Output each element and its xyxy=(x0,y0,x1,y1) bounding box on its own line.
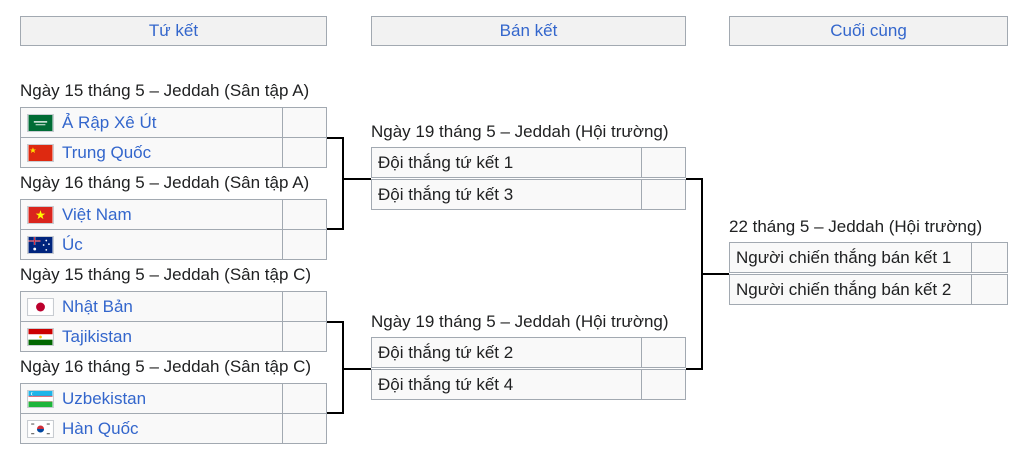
round-header-final: Cuối cùng xyxy=(729,16,1008,46)
qf1-team1-score xyxy=(281,108,326,137)
sf1-team2-name: Đội thắng tứ kết 3 xyxy=(378,185,514,204)
qf4-team2-slot: Hàn Quốc xyxy=(20,413,327,444)
qf2-team1-slot: Việt Nam xyxy=(20,199,327,230)
round-header-quarterfinals: Tứ kết xyxy=(20,16,327,46)
sf2-team2-score xyxy=(640,370,685,399)
qf4-team2-score xyxy=(281,414,326,443)
qf4-label: Ngày 16 tháng 5 – Jeddah (Sân tập C) xyxy=(20,357,312,376)
connector-final-in xyxy=(701,273,729,275)
australia-flag-icon xyxy=(27,235,54,254)
china-flag-icon xyxy=(27,143,54,162)
qf4-team1-name[interactable]: Uzbekistan xyxy=(62,389,147,408)
south-korea-flag-icon xyxy=(27,419,54,438)
qf1-team1-name[interactable]: Ả Rập Xê Út xyxy=(62,113,157,132)
vietnam-flag-icon xyxy=(27,205,54,224)
connector-sf1-in xyxy=(342,178,371,180)
qf3-team2-slot: Tajikistan xyxy=(20,321,327,352)
qf4-team1-slot: Uzbekistan xyxy=(20,383,327,414)
round-header-semifinals: Bán kết xyxy=(371,16,686,46)
sf1-team2-score xyxy=(640,180,685,209)
connector-qf4-out xyxy=(327,412,344,414)
connector-sf2-in xyxy=(342,368,371,370)
qf1-team2-score xyxy=(281,138,326,167)
qf2-team2-name[interactable]: Úc xyxy=(62,235,83,254)
qf4-team1-score xyxy=(281,384,326,413)
final-team1-name: Người chiến thắng bán kết 1 xyxy=(736,248,952,267)
final-team2-score xyxy=(970,275,1007,304)
qf3-team1-name[interactable]: Nhật Bản xyxy=(62,297,133,316)
connector-sf1-out xyxy=(686,178,703,180)
qf2-team1-score xyxy=(281,200,326,229)
qf2-team2-slot: Úc xyxy=(20,229,327,260)
sf2-team1-name: Đội thắng tứ kết 2 xyxy=(378,343,514,362)
connector-sf2-out xyxy=(686,368,703,370)
sf1-team1-score xyxy=(640,148,685,177)
sf2-team2-name: Đội thắng tứ kết 4 xyxy=(378,375,514,394)
qf2-team2-score xyxy=(281,230,326,259)
sf2-team2-slot: Đội thắng tứ kết 4 xyxy=(371,369,686,400)
qf2-label: Ngày 16 tháng 5 – Jeddah (Sân tập A) xyxy=(20,173,310,192)
final-team1-score xyxy=(970,243,1007,272)
qf1-team1-slot: Ả Rập Xê Út xyxy=(20,107,327,138)
sf2-team1-score xyxy=(640,338,685,367)
qf2-team1-name[interactable]: Việt Nam xyxy=(62,205,132,224)
sf1-label: Ngày 19 tháng 5 – Jeddah (Hội trường) xyxy=(371,122,669,141)
sf1-team2-slot: Đội thắng tứ kết 3 xyxy=(371,179,686,210)
qf4-team2-name[interactable]: Hàn Quốc xyxy=(62,419,139,438)
qf3-team1-slot: Nhật Bản xyxy=(20,291,327,322)
sf2-team1-slot: Đội thắng tứ kết 2 xyxy=(371,337,686,368)
final-team1-slot: Người chiến thắng bán kết 1 xyxy=(729,242,1008,273)
japan-flag-icon xyxy=(27,297,54,316)
sf1-team1-slot: Đội thắng tứ kết 1 xyxy=(371,147,686,178)
sf1-team1-name: Đội thắng tứ kết 1 xyxy=(378,153,514,172)
connector-qf1-out xyxy=(327,137,344,139)
sf2-label: Ngày 19 tháng 5 – Jeddah (Hội trường) xyxy=(371,312,669,331)
qf1-label: Ngày 15 tháng 5 – Jeddah (Sân tập A) xyxy=(20,81,310,100)
qf3-team2-name[interactable]: Tajikistan xyxy=(62,327,132,346)
qf1-team2-slot: Trung Quốc xyxy=(20,137,327,168)
qf3-team2-score xyxy=(281,322,326,351)
qf3-label: Ngày 15 tháng 5 – Jeddah (Sân tập C) xyxy=(20,265,312,284)
connector-qf-bottom-vertical xyxy=(342,321,344,414)
uzbekistan-flag-icon xyxy=(27,389,54,408)
qf1-team2-name[interactable]: Trung Quốc xyxy=(62,143,152,162)
final-label: 22 tháng 5 – Jeddah (Hội trường) xyxy=(729,217,983,236)
connector-qf-top-vertical xyxy=(342,137,344,230)
qf3-team1-score xyxy=(281,292,326,321)
connector-qf2-out xyxy=(327,228,344,230)
saudi-arabia-flag-icon xyxy=(27,113,54,132)
final-team2-name: Người chiến thắng bán kết 2 xyxy=(736,280,952,299)
tajikistan-flag-icon xyxy=(27,327,54,346)
connector-qf3-out xyxy=(327,321,344,323)
final-team2-slot: Người chiến thắng bán kết 2 xyxy=(729,274,1008,305)
